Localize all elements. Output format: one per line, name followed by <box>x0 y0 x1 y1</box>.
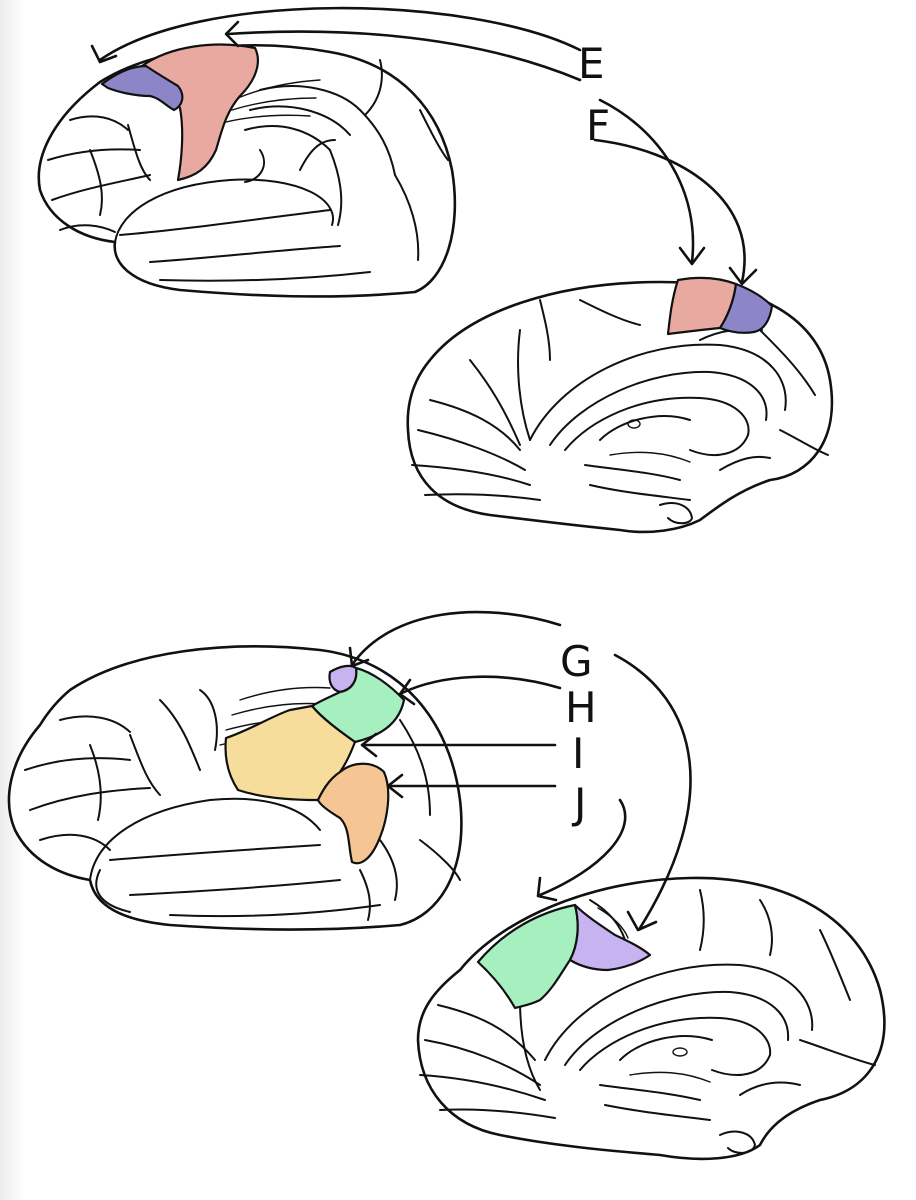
arrow-h-to-lateral <box>400 675 562 695</box>
lateral-brain-top <box>37 43 457 298</box>
label-j: J <box>571 779 586 828</box>
region-h-green <box>310 666 406 744</box>
medial-brain-top-outline <box>406 280 834 534</box>
lateral-brain-bottom <box>7 645 463 931</box>
region-f-blue <box>100 64 184 112</box>
region-g-green-medial <box>476 903 579 1010</box>
medial-brain-bottom <box>416 876 886 1161</box>
arrow-h-to-medial <box>538 798 627 897</box>
region-j-orange <box>316 762 390 865</box>
left-edge-shadow <box>0 0 26 1200</box>
arrow-e-to-lateral <box>98 6 582 62</box>
label-h: H <box>565 683 597 732</box>
label-i: I <box>572 729 584 778</box>
medial-brain-bottom-outline <box>416 876 886 1161</box>
arrow-f-to-lateral <box>226 30 582 82</box>
medial-brain-top <box>406 276 834 534</box>
labels: E F G H I J <box>560 39 610 828</box>
region-h-lavender-medial <box>568 903 652 972</box>
label-e: E <box>578 39 605 88</box>
label-g: G <box>560 637 593 686</box>
arrow-g-to-medial <box>613 653 692 930</box>
arrow-f-to-medial <box>593 138 746 284</box>
arrow-e-to-medial <box>598 98 695 264</box>
arrows <box>90 6 758 932</box>
arrow-g-to-lateral <box>350 610 562 667</box>
lateral-sulcus-top <box>114 178 334 243</box>
label-f: F <box>586 101 610 150</box>
region-f-blue-medial <box>718 282 774 334</box>
